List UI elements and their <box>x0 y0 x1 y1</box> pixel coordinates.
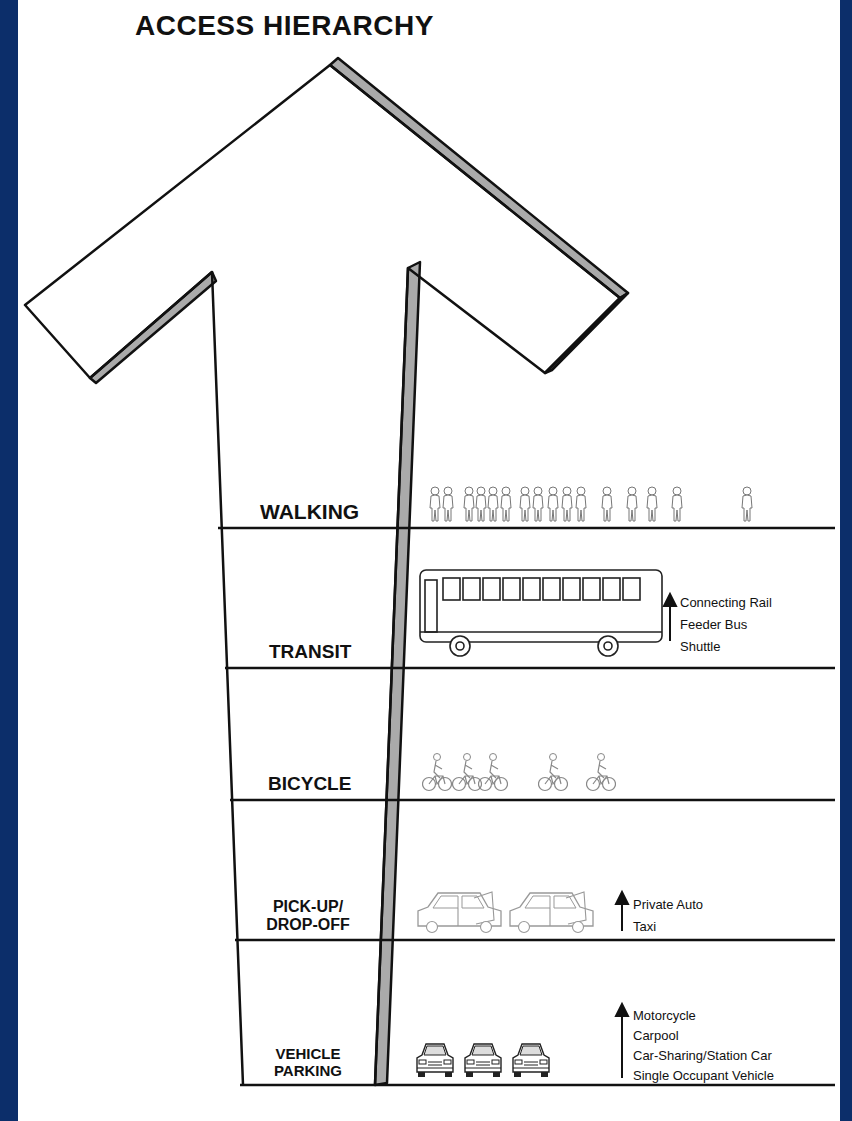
bus-figure <box>420 570 662 656</box>
tier-line <box>225 667 835 670</box>
parked-cars <box>417 1044 549 1077</box>
parked-car-figure <box>465 1044 501 1077</box>
bicycle-figure <box>539 754 568 791</box>
pickup-car-figure <box>418 892 501 933</box>
walker-figure <box>742 487 752 521</box>
tier-label: VEHICLE PARKING <box>253 1044 363 1081</box>
cyclists <box>423 754 616 791</box>
mode-note: Taxi <box>633 920 656 935</box>
walker-figure <box>430 487 440 521</box>
tier-label: PICK-UP/ DROP-OFF <box>249 897 367 936</box>
walker-figure <box>627 487 637 521</box>
walker-figure <box>488 487 498 521</box>
walker-figure <box>501 487 511 521</box>
rank-arrow-head <box>664 594 676 606</box>
walker-figure <box>562 487 572 521</box>
mode-note: Shuttle <box>680 640 720 655</box>
mode-note: Motorcycle <box>633 1009 696 1024</box>
mode-note: Single Occupant Vehicle <box>633 1069 774 1084</box>
tier-line <box>240 1084 835 1087</box>
mode-note: Feeder Bus <box>680 618 747 633</box>
tier-line <box>235 939 835 942</box>
rank-arrows <box>616 594 676 1078</box>
arrow-shaft-side <box>375 262 420 1085</box>
rank-arrow-head <box>616 1004 628 1016</box>
pickup-cars <box>418 892 593 933</box>
page-ground <box>18 0 840 1121</box>
parked-car-figure <box>417 1044 453 1077</box>
tier-label: WALKING <box>257 499 362 525</box>
walker-figure <box>602 487 612 521</box>
bicycle-figure <box>479 754 508 791</box>
walker-figure <box>647 487 657 521</box>
bicycle-figure <box>423 754 452 791</box>
mode-note: Connecting Rail <box>680 596 772 611</box>
walker-figure <box>520 487 530 521</box>
arrow-wing-side <box>90 272 216 383</box>
tier-label: TRANSIT <box>266 640 354 664</box>
walker-figure <box>672 487 682 521</box>
mode-note: Car-Sharing/Station Car <box>633 1049 772 1064</box>
mode-note: Carpool <box>633 1029 679 1044</box>
pickup-car-figure <box>510 892 593 933</box>
walker-figure <box>576 487 586 521</box>
rank-arrow <box>621 1014 623 1078</box>
rank-arrow <box>669 604 671 641</box>
bicycle-figure <box>587 754 616 791</box>
tier-lines <box>218 528 835 1085</box>
rank-arrow <box>621 902 623 931</box>
rank-arrow-head <box>616 892 628 904</box>
arrow-head-side <box>330 58 628 298</box>
tier-line <box>230 799 835 802</box>
walkers <box>430 487 752 521</box>
mode-note: Private Auto <box>633 898 703 913</box>
walker-figure <box>476 487 486 521</box>
parked-car-figure <box>513 1044 549 1077</box>
walker-figure <box>443 487 453 521</box>
bicycle-figure <box>453 754 482 791</box>
diagram-title: ACCESS HIERARCHY <box>135 10 434 42</box>
walker-figure <box>464 487 474 521</box>
walker-figure <box>533 487 543 521</box>
tier-line <box>218 527 835 530</box>
walker-figure <box>548 487 558 521</box>
tier-label: BICYCLE <box>265 772 354 796</box>
